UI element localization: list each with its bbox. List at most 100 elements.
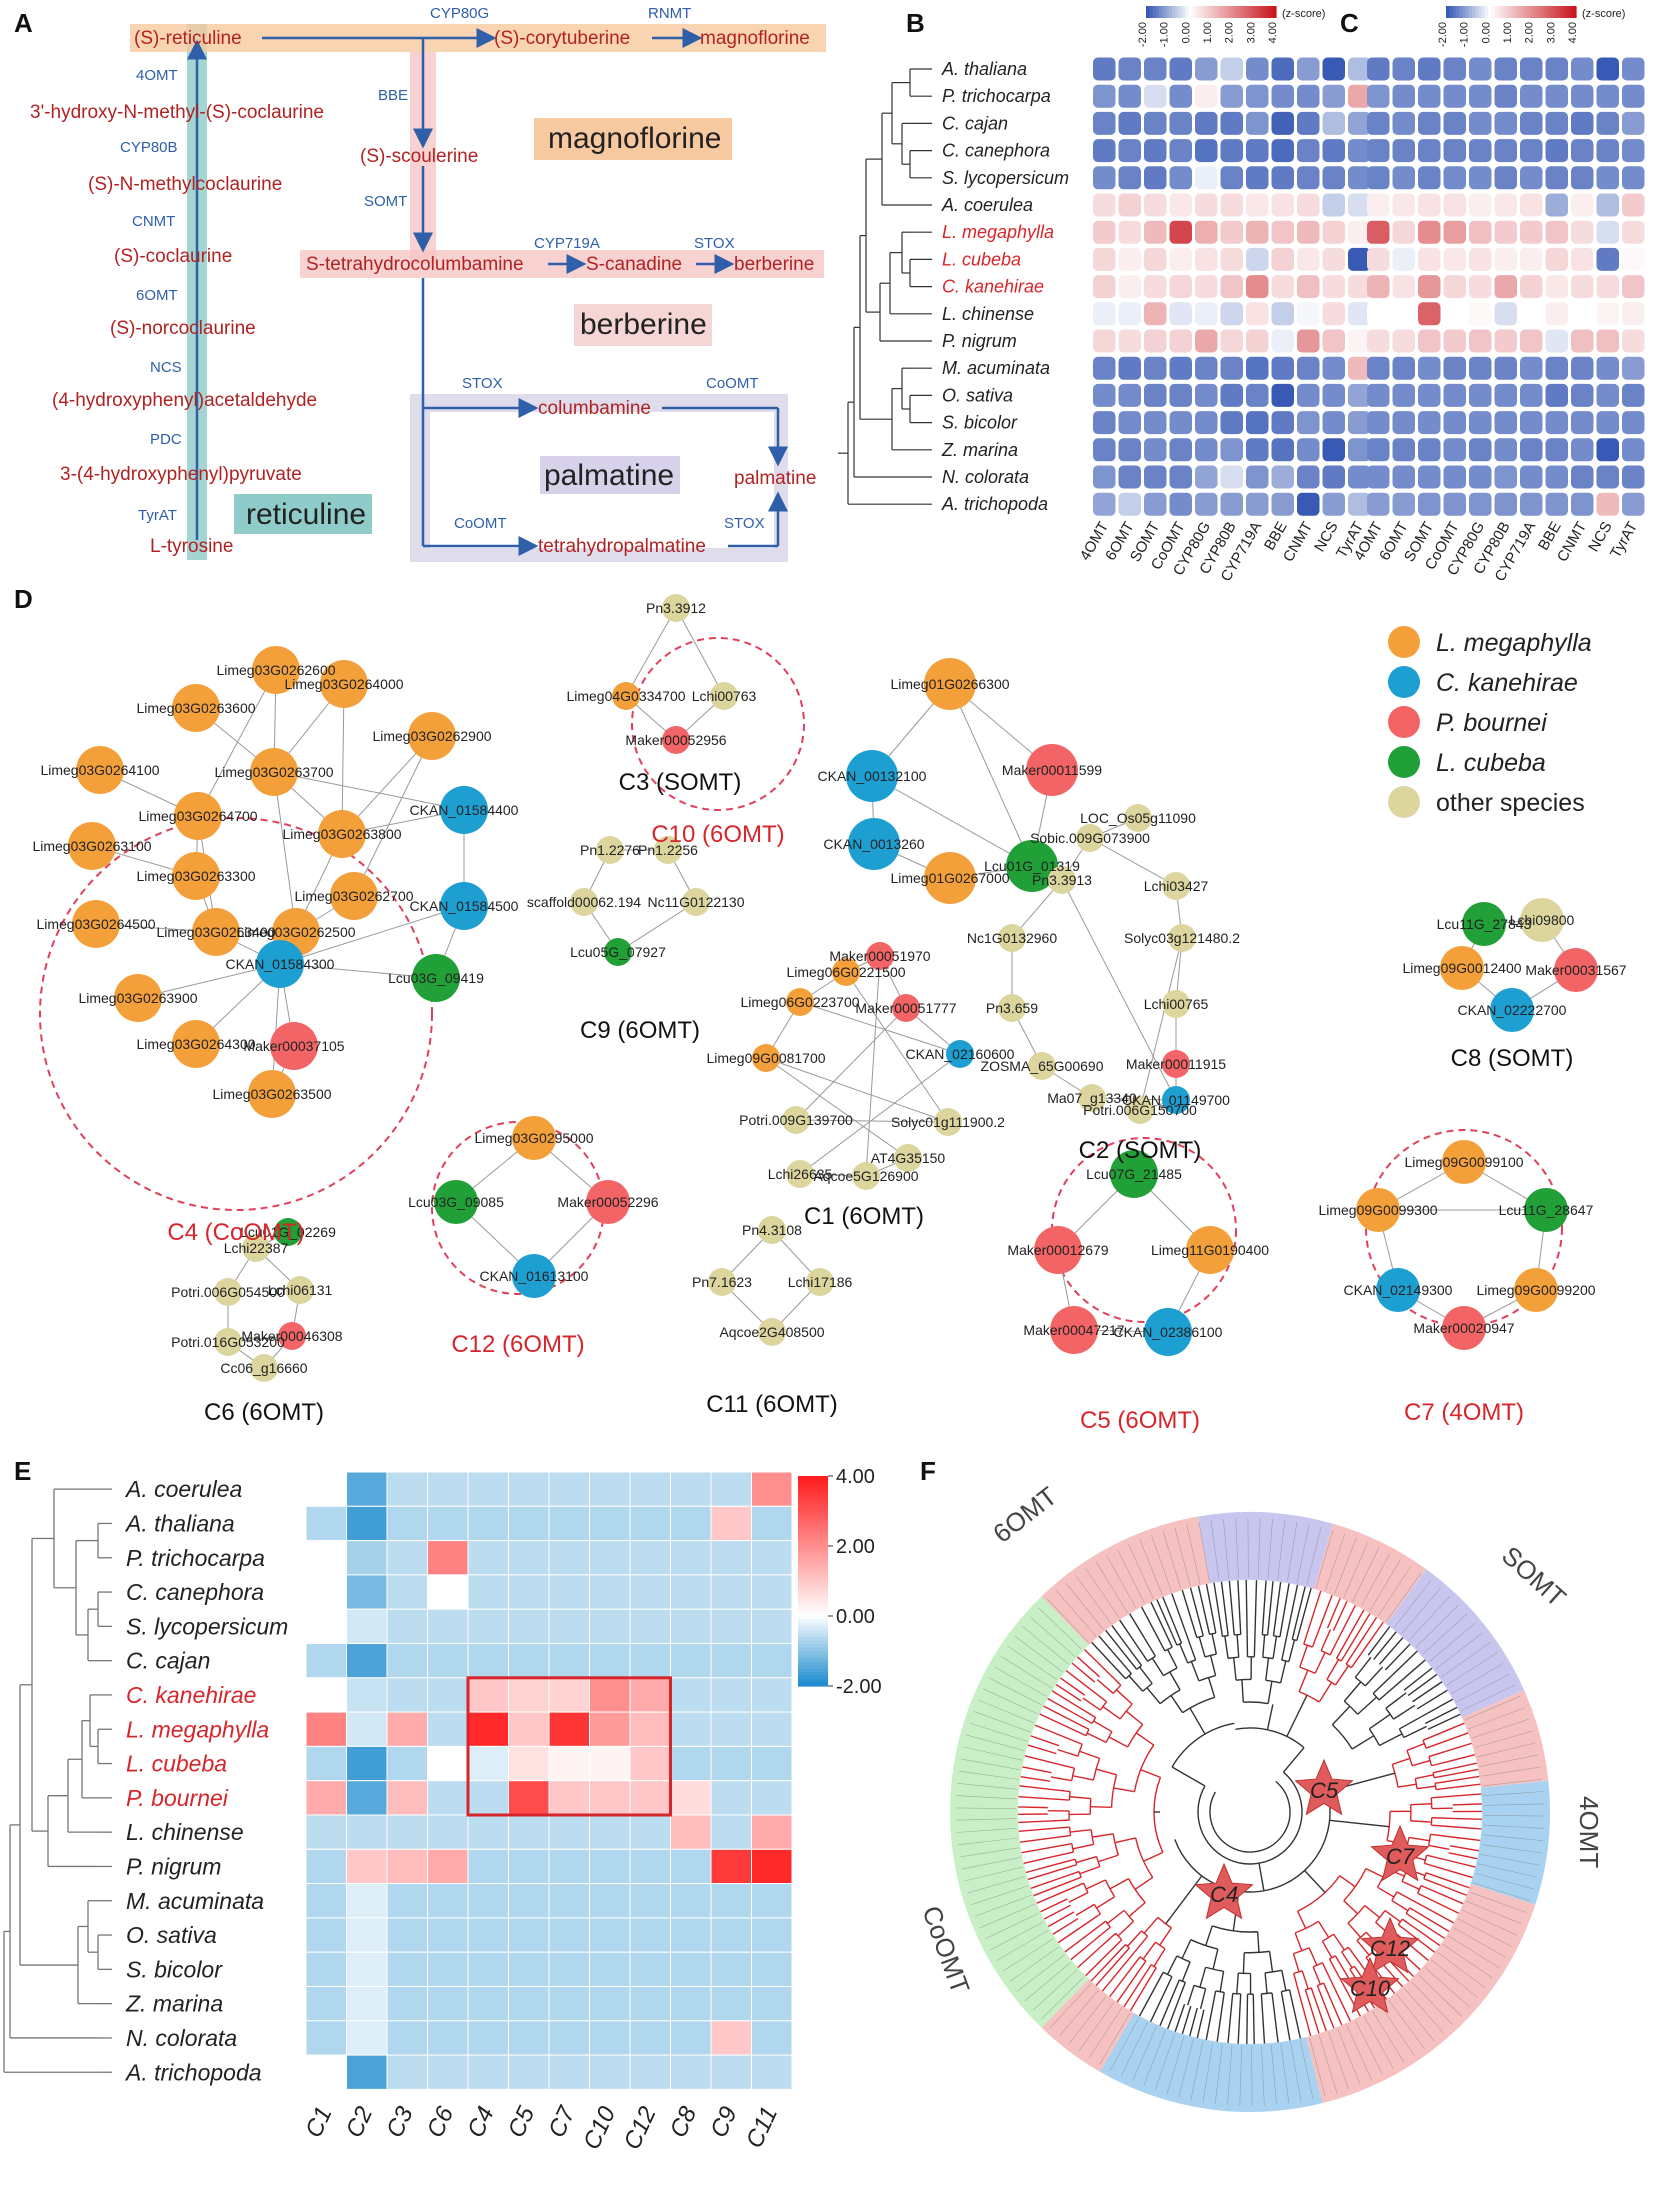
tree-radial xyxy=(1065,1669,1091,1690)
tree-radial xyxy=(1227,2013,1232,2044)
node-label: Limeg03G0264300 xyxy=(136,1036,255,1052)
heat-cell-e xyxy=(670,1574,712,1610)
leaf-label-line xyxy=(1388,2000,1425,2049)
scale-gradient-e xyxy=(798,1637,828,1642)
heat-cell-e xyxy=(346,1780,388,1816)
network-node xyxy=(330,872,378,920)
heat-cell-c xyxy=(1392,411,1415,435)
tree-radial xyxy=(1291,1617,1299,1640)
tree-radial xyxy=(1410,1803,1432,1806)
heat-cell-b xyxy=(1348,111,1371,135)
tree-radial xyxy=(1364,1666,1384,1687)
heat-cell-e xyxy=(508,1848,550,1885)
heat-cell-e xyxy=(751,1505,793,1542)
heat-cell-b xyxy=(1348,492,1371,516)
node-label: Maker00020947 xyxy=(1413,1320,1514,1336)
tree-radial xyxy=(1343,1900,1359,1915)
tree-arc xyxy=(1385,1707,1395,1720)
tree-radial xyxy=(1069,1719,1090,1731)
heat-cell-b xyxy=(1169,356,1192,380)
heat-cell-b xyxy=(1144,220,1167,244)
heat-cell-e xyxy=(467,2020,509,2056)
heat-cell-c xyxy=(1443,57,1466,81)
heat-cell-e xyxy=(548,1917,590,1953)
scale-gradient-c xyxy=(1472,6,1476,18)
tree-radial xyxy=(1075,1855,1097,1864)
star-label-c4: C4 xyxy=(1210,1882,1238,1907)
heat-cell-b xyxy=(1093,57,1116,81)
heat-cell-c xyxy=(1494,84,1517,108)
heat-cell-e xyxy=(670,1986,712,2022)
tree-radial xyxy=(1304,1870,1326,1893)
tree-radial xyxy=(1385,1692,1407,1709)
tree-radial xyxy=(1018,1820,1048,1824)
tree-radial xyxy=(1138,1990,1154,2017)
species-label-b: Z. marina xyxy=(941,440,1018,460)
heat-cell-b xyxy=(1246,302,1269,326)
heat-cell-c xyxy=(1520,302,1543,326)
leaf-label-line xyxy=(1361,1553,1391,1607)
leaf-label-line xyxy=(1014,1635,1063,1673)
network-node xyxy=(1162,1050,1190,1078)
tree-radial xyxy=(1433,1773,1453,1779)
leaf-label-line xyxy=(1469,1891,1527,1913)
heat-cell-b xyxy=(1093,438,1116,462)
heat-cell-e xyxy=(548,1540,590,1576)
tree-arc xyxy=(1174,1771,1331,1893)
node-label: Limeg03G0264700 xyxy=(138,808,257,824)
scale-gradient-b xyxy=(1175,6,1180,18)
tree-radial xyxy=(1304,1989,1312,2009)
tree-radial xyxy=(1439,1722,1465,1734)
heat-cell-c xyxy=(1392,193,1415,217)
scale-gradient-b xyxy=(1263,6,1267,18)
heat-cell-c xyxy=(1596,111,1619,135)
heat-cell-e xyxy=(386,1848,428,1885)
network-node xyxy=(1078,1084,1106,1112)
tree-radial xyxy=(1299,1644,1309,1668)
heat-cell-e xyxy=(751,1643,793,1679)
tree-radial xyxy=(1265,1657,1270,1681)
heat-cell-b xyxy=(1322,329,1345,353)
network-node xyxy=(256,940,304,988)
tree-radial xyxy=(1347,1609,1365,1639)
heat-cell-b xyxy=(1144,193,1167,217)
heat-cell-c xyxy=(1443,465,1466,489)
heat-cell-c xyxy=(1494,329,1517,353)
tree-radial xyxy=(1283,1583,1290,1615)
leaf-label-line xyxy=(1198,1522,1210,1582)
cluster-col-label: C6 xyxy=(422,2102,460,2142)
species-label-e: M. acuminata xyxy=(126,1888,264,1914)
node-label: AT4G35150 xyxy=(871,1150,946,1166)
tree-radial xyxy=(1368,1713,1391,1730)
tree-arc xyxy=(1430,1797,1433,1809)
heat-cell-e xyxy=(710,1986,752,2022)
node-label: CKAN_00132100 xyxy=(818,768,927,784)
heat-cell-e xyxy=(508,1814,550,1850)
tree-radial xyxy=(1181,2005,1192,2035)
heat-cell-b xyxy=(1348,438,1371,462)
tree-arc xyxy=(1095,1856,1101,1867)
heat-cell-e xyxy=(346,1951,388,1988)
reticuline-label-box xyxy=(234,494,372,534)
heat-cell-e xyxy=(346,1643,388,1679)
leaf-label-line xyxy=(1151,1534,1172,1592)
network-node xyxy=(252,646,300,694)
heat-cell-c xyxy=(1469,411,1492,435)
heat-cell-b xyxy=(1118,356,1141,380)
scale-gradient-c xyxy=(1517,6,1522,18)
network-node xyxy=(924,658,976,710)
heat-cell-b xyxy=(1195,356,1218,380)
tree-radial xyxy=(1057,1925,1084,1944)
node-label: CKAN_01584400 xyxy=(410,802,519,818)
heat-cell-b xyxy=(1322,84,1345,108)
heat-cell-b xyxy=(1220,465,1243,489)
leaf-label-line xyxy=(996,1930,1049,1962)
magnoflorine-box-label: magnoflorine xyxy=(548,122,721,155)
tree-arc xyxy=(1273,1635,1281,1638)
heat-cell-e xyxy=(751,1677,793,1713)
sector-4omt xyxy=(1470,1780,1550,1905)
heat-cell-e xyxy=(670,1814,712,1850)
heat-cell-e xyxy=(427,1540,469,1576)
tree-radial xyxy=(1023,1856,1053,1864)
enzyme-coomt-tetrahydropalmatine: CoOMT xyxy=(454,515,507,532)
